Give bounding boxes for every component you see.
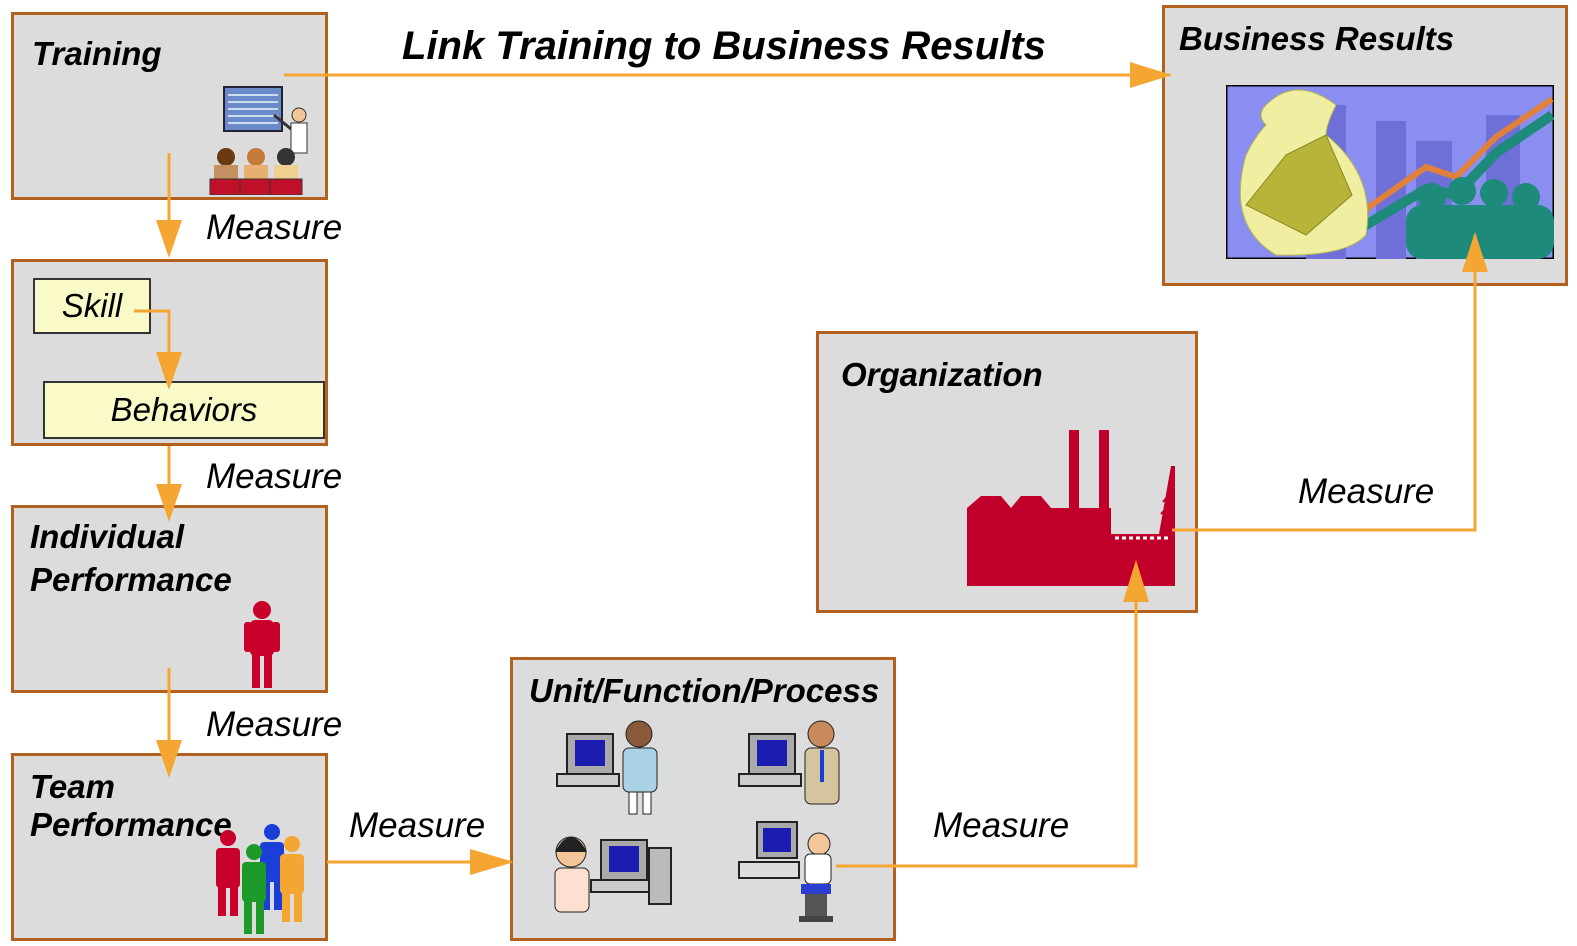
measure-label-team-unit: Measure	[349, 806, 486, 845]
business-results-title: Business Results	[1179, 20, 1455, 57]
measure-label-individual-team: Measure	[206, 705, 343, 744]
computer-workers-icon	[554, 720, 840, 922]
diagram-headline: Link Training to Business Results	[402, 24, 1046, 68]
behaviors-label: Behaviors	[43, 381, 325, 439]
individual-title-line1: Individual	[30, 518, 185, 555]
unit-title: Unit/Function/Process	[529, 672, 880, 709]
unit-function-process-box: Unit/Function/Process	[510, 657, 896, 941]
measure-label-training-skill: Measure	[206, 208, 343, 247]
team-performance-box: Team Performance	[11, 753, 328, 941]
team-icon	[216, 824, 304, 934]
skill-label: Skill	[33, 278, 151, 334]
team-title-line1: Team	[30, 768, 115, 805]
training-box: Training	[11, 12, 328, 200]
team-title-line2: Performance	[30, 806, 232, 843]
measure-label-unit-organization: Measure	[933, 806, 1070, 845]
arrow-organization-to-business	[1172, 235, 1477, 532]
arrow-unit-to-organization	[836, 565, 1138, 868]
measure-label-organization-business: Measure	[1298, 472, 1435, 511]
money-bag-growth-icon	[1226, 85, 1554, 259]
measure-label-behaviors-individual: Measure	[206, 457, 343, 496]
factory-icon	[967, 430, 1175, 586]
training-title: Training	[32, 35, 162, 72]
organization-title: Organization	[841, 356, 1043, 393]
person-icon	[244, 601, 280, 688]
business-results-box: Business Results	[1162, 5, 1568, 286]
classroom-icon	[209, 86, 308, 195]
individual-title-line2: Performance	[30, 561, 232, 598]
